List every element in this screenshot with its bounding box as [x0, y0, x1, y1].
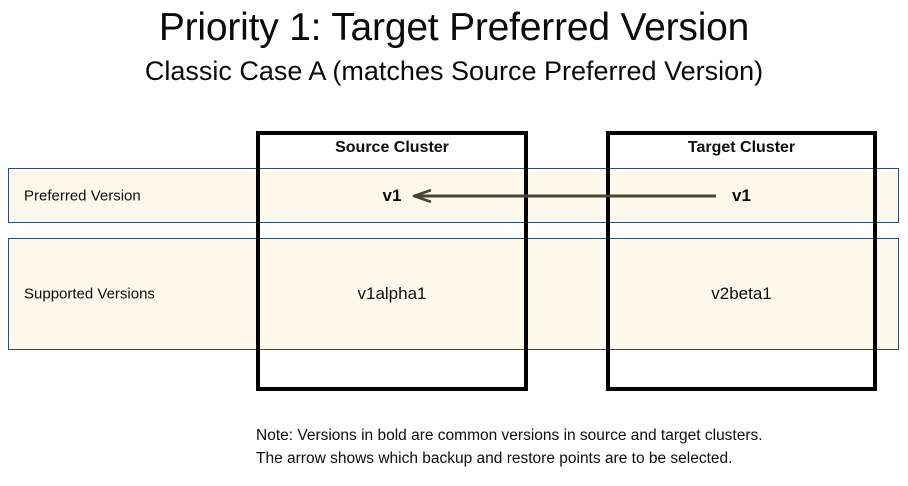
row-label-supported-versions: Supported Versions — [24, 285, 155, 303]
footnote-line-1: Note: Versions in bold are common versio… — [256, 427, 763, 444]
arrow-head-icon — [412, 189, 432, 203]
page-subtitle: Classic Case A (matches Source Preferred… — [144, 56, 764, 86]
table-row-preferred-version: Preferred Version — [8, 168, 899, 223]
row-label-preferred-version: Preferred Version — [24, 187, 141, 204]
cell-source-preferred-version: v1 — [382, 186, 402, 205]
footnote-line-2: The arrow shows which backup and restore… — [256, 450, 733, 468]
column-header-source-cluster: Source Cluster — [335, 139, 449, 156]
cell-target-supported-versions: v2beta1 — [711, 284, 772, 303]
cell-source-supported-versions: v1alpha1 — [357, 284, 427, 303]
footnote: Note: Versions in bold are common versio… — [256, 424, 876, 471]
column-header-target-cluster: Target Cluster — [687, 139, 796, 156]
cell-target-preferred-version: v1 — [732, 186, 751, 205]
table-row-supported-versions: Supported Versions — [8, 238, 899, 350]
page-title: Priority 1: Target Preferred Version — [158, 6, 750, 49]
